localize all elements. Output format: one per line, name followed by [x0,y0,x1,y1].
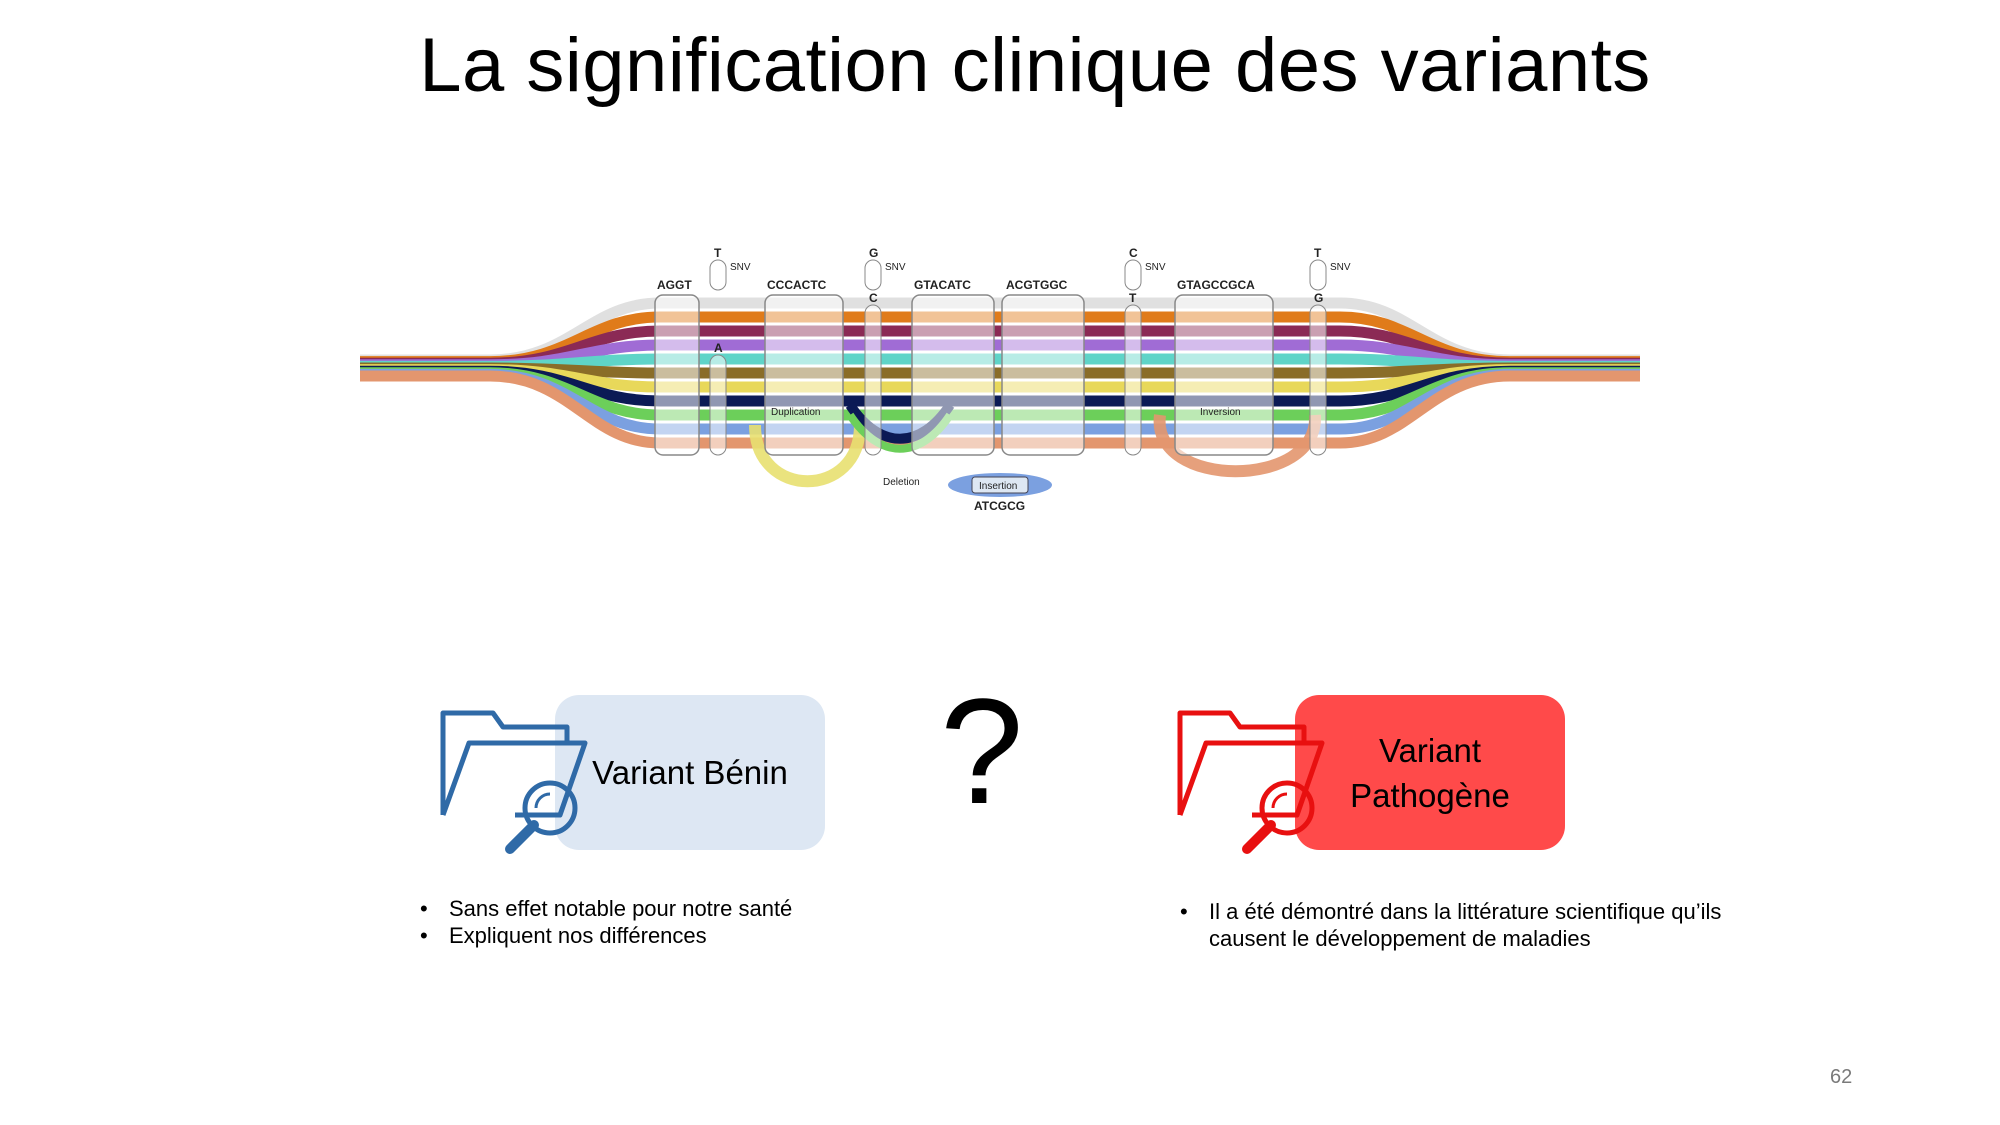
insertion-sequence: ATCGCG [974,499,1025,513]
snv-label: SNV [885,262,906,273]
node-boxes [654,259,1327,494]
snv-label: SNV [1330,262,1351,273]
bullet-item: Il a été démontré dans la littérature sc… [1180,898,1740,952]
bullet-item: Expliquent nos différences [420,922,940,949]
folder-search-icon [1177,710,1325,854]
inversion-loop [1153,414,1322,478]
duplication-loop [749,424,866,488]
node-snv1-bottom [709,354,727,456]
snv-allele-top: C [1129,246,1138,260]
segment-label: AGGT [657,278,692,292]
snv-allele-top: T [1314,246,1322,260]
pathogenic-bullet-list: Il a été démontré dans la littérature sc… [1180,898,1740,952]
snv-allele-top: G [869,246,878,260]
snv-allele-bottom: G [1314,291,1323,305]
node-gtagccgca [1174,294,1274,456]
pathogenic-variant-box: Variant Pathogène [1295,695,1565,850]
benign-variant-label: Variant Bénin [592,753,788,791]
pathogenic-label-line1: Variant [1378,731,1482,769]
node-snv1-top [709,259,727,291]
node-snv3-bottom [1124,304,1142,456]
deletion-label: Deletion [883,477,920,488]
node-cccactc [764,294,844,456]
strand-line [360,370,1640,449]
folder-search-icon [440,710,588,854]
inversion-label: Inversion [1200,407,1241,418]
node-acgtggc [1001,294,1085,456]
benign-variant-box: Variant Bénin [555,695,825,850]
snv-allele-bottom: C [869,291,878,305]
bullet-item: Sans effet notable pour notre santé [420,895,940,922]
segment-label: CCCACTC [767,278,827,292]
pathogenic-label-line2: Pathogène [1350,776,1510,814]
insertion-label: Insertion [979,481,1017,492]
node-snv4-bottom [1309,304,1327,456]
segment-label: GTAGCCGCA [1177,278,1255,292]
strand-bundle [360,297,1640,449]
node-gtacatc [911,294,995,456]
insertion-box [971,476,1029,494]
node-snv2-top [864,259,882,291]
page-number: 62 [1830,1066,1853,1088]
node-snv3-top [1124,259,1142,291]
snv-allele-top: T [714,246,722,260]
snv-allele-bottom: T [1129,291,1137,305]
node-snv4-top [1309,259,1327,291]
slide-title: La signification clinique des variants [419,23,1651,108]
snv-label: SNV [730,262,751,273]
variation-graph-diagram: AGGT CCCACTC GTACATC ACGTGGC GTAGCCGCA T… [360,246,1640,513]
question-mark: ? [940,667,1024,835]
segment-label: GTACATC [914,278,971,292]
duplication-label: Duplication [771,407,820,418]
snv-label: SNV [1145,262,1166,273]
segment-label: ACGTGGC [1006,278,1068,292]
benign-bullet-list: Sans effet notable pour notre santé Expl… [420,895,940,949]
node-snv2-bottom [864,304,882,456]
node-aggt [654,294,700,456]
snv-allele-bottom: A [714,341,723,355]
